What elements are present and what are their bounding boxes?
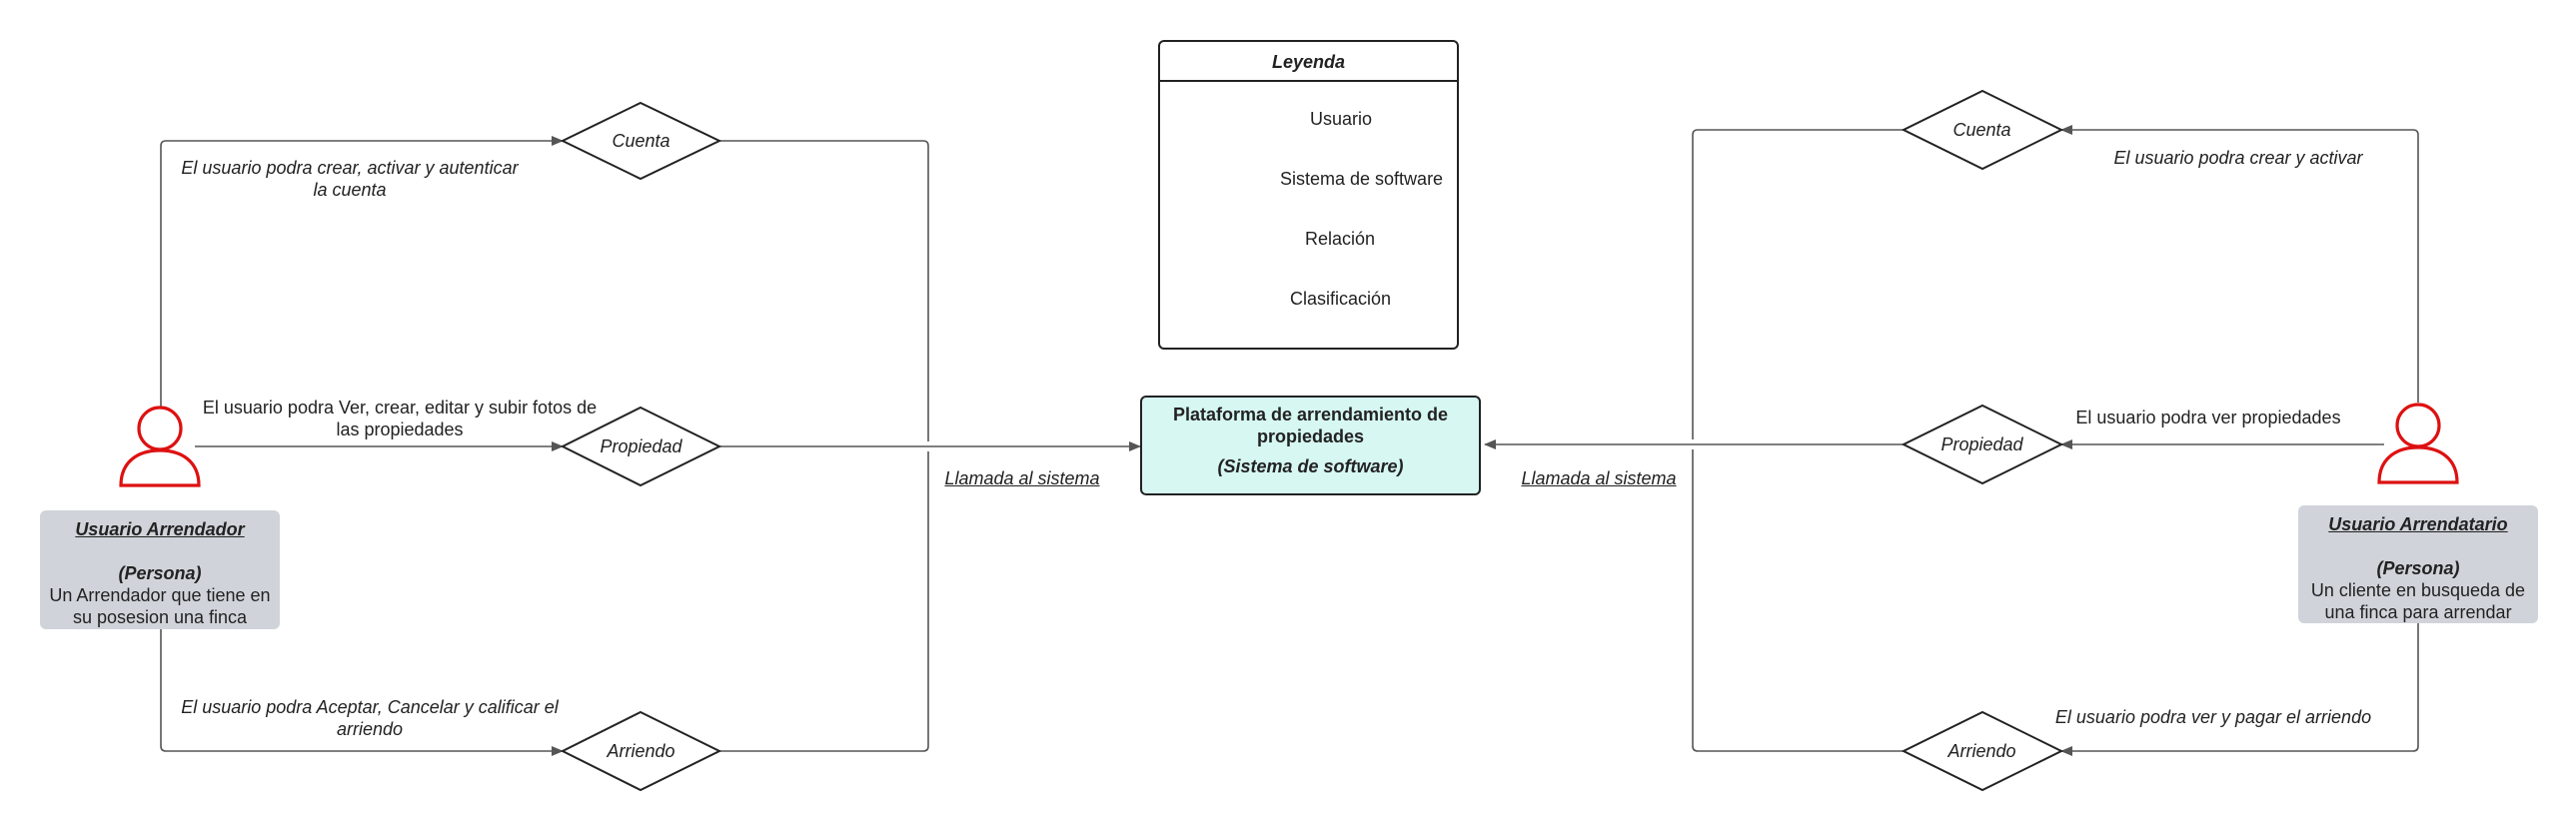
right-connectors	[1484, 125, 2419, 756]
legend-label-usuario: Usuario	[1310, 109, 1373, 129]
legend-label-relacion: Relación	[1305, 229, 1376, 249]
right-edge-cuenta-out	[1692, 129, 1904, 439]
left-actor-type: (Persona)	[118, 563, 202, 583]
diamond-right-arriendo	[1901, 710, 2064, 792]
right-actor-desc-line2: una finca para arrendar	[2324, 602, 2512, 622]
right-diamonds	[1901, 89, 2064, 792]
left-edge-arriendo-out	[719, 451, 929, 752]
right-edge-to-cuenta	[2060, 125, 2419, 403]
diamond-left-propiedad	[560, 406, 722, 487]
edge-right-call-label: Llamada al sistema	[1521, 468, 1677, 488]
edge-left-arriendo-line1: El usuario podra Aceptar, Cancelar y cal…	[181, 697, 559, 717]
node-right-propiedad-label: Propiedad	[1940, 434, 2023, 454]
system-name-line2: propiedades	[1256, 426, 1365, 446]
edge-left-cuenta-line1: El usuario podra crear, activar y autent…	[181, 158, 519, 178]
edge-right-propiedad-label: El usuario podra ver propiedades	[2075, 408, 2341, 427]
diamond-right-propiedad	[1901, 404, 2064, 485]
person-icon	[2377, 403, 2459, 484]
edge-left-call-label: Llamada al sistema	[944, 468, 1100, 488]
edge-left-propiedad-label: El usuario podra Ver, crear, editar y su…	[195, 397, 605, 440]
left-actor-card: Usuario Arrendador (Persona) Un Arrendad…	[40, 510, 280, 629]
edge-left-propiedad-line1: El usuario podra Ver, crear, editar y su…	[202, 398, 598, 417]
left-connectors	[160, 136, 1141, 756]
diamond-left-arriendo	[560, 710, 722, 792]
left-actor-desc-line2: su posesion una finca	[72, 607, 248, 627]
edge-left-cuenta-label: El usuario podra crear, activar y autent…	[170, 157, 530, 201]
left-diamonds	[560, 101, 722, 792]
left-edge-cuenta-out	[719, 140, 929, 441]
legend-label-sistema: Sistema de software	[1280, 169, 1444, 189]
node-left-arriendo-label: Arriendo	[607, 741, 675, 761]
left-actor-desc-line1: Un Arrendador que tiene en	[49, 585, 271, 605]
legend-title: Leyenda	[1160, 42, 1457, 82]
diamond-left-cuenta	[560, 101, 722, 181]
right-edge-arriendo-out	[1692, 449, 1904, 752]
legend-box: Leyenda Usuario Sistema de software Rela…	[1158, 40, 1459, 350]
edge-right-cuenta-label: El usuario podra crear y activar	[2113, 148, 2363, 168]
right-actor-desc-line1: Un cliente en busqueda de	[2310, 580, 2526, 600]
edge-left-arriendo-label: El usuario podra Aceptar, Cancelar y cal…	[170, 696, 570, 740]
legend-label-clasificacion: Clasificación	[1290, 289, 1392, 309]
diamond-right-cuenta	[1901, 89, 2064, 171]
node-right-cuenta-label: Cuenta	[1952, 120, 2011, 140]
node-left-propiedad-label: Propiedad	[600, 436, 682, 456]
right-actor-title: Usuario Arrendatario	[2328, 514, 2508, 534]
edge-right-arriendo-label: El usuario podra ver y pagar el arriendo	[2054, 707, 2372, 727]
edge-left-propiedad-line2: las propiedades	[336, 419, 464, 439]
edge-left-arriendo-line2: arriendo	[336, 719, 404, 739]
system-name-line1: Plataforma de arrendamiento de	[1172, 405, 1449, 424]
left-actor-title: Usuario Arrendador	[75, 519, 245, 539]
software-system-box: Plataforma de arrendamiento de propiedad…	[1140, 396, 1481, 495]
right-edge-to-arriendo	[2060, 623, 2419, 756]
edge-left-cuenta-line2: la cuenta	[313, 180, 387, 200]
person-icon	[119, 406, 201, 487]
system-kind: (Sistema de software)	[1217, 456, 1404, 476]
right-actor-card: Usuario Arrendatario (Persona) Un client…	[2298, 505, 2538, 623]
right-actor-type: (Persona)	[2376, 558, 2460, 578]
node-left-cuenta-label: Cuenta	[612, 131, 670, 151]
left-edge-to-cuenta	[160, 136, 564, 408]
node-right-arriendo-label: Arriendo	[1947, 741, 2016, 761]
left-edge-to-arriendo	[160, 629, 564, 756]
